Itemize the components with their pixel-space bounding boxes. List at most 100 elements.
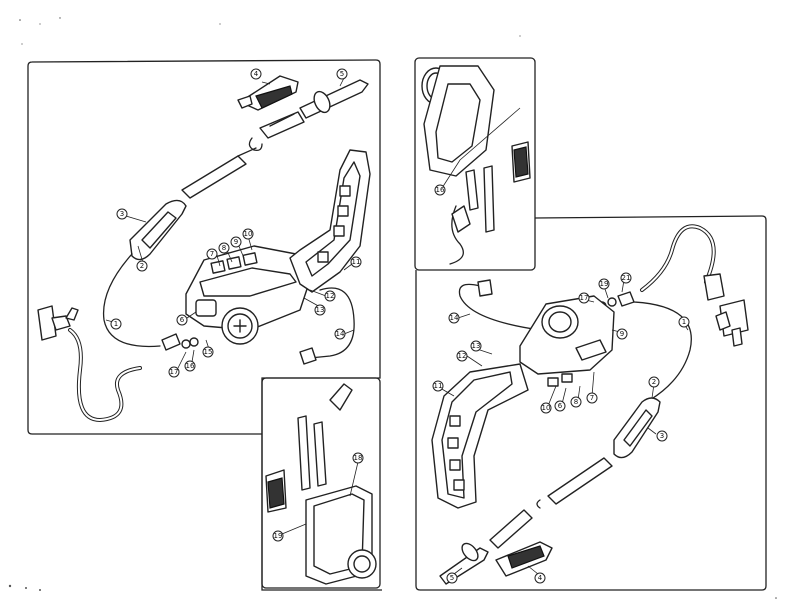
callout-label: 11 — [434, 382, 443, 390]
callout-18: 18 — [352, 452, 364, 464]
right-pressure-washer-body — [519, 295, 615, 387]
left-lance — [181, 147, 257, 199]
callout-r8: 8 — [570, 396, 582, 408]
left-hose-part-1 — [102, 253, 161, 348]
callout-r2: 2 — [648, 376, 660, 388]
callout-label: 16 — [186, 362, 195, 370]
inset-brush — [265, 469, 287, 513]
left-trigger-gun-part-3 — [129, 199, 187, 261]
left-handle-frame-part-11 — [289, 149, 371, 293]
callout-label: 8 — [574, 398, 578, 406]
callout-r13: 13 — [470, 340, 482, 352]
left-inset-frame — [261, 377, 381, 589]
callout-r1: 1 — [678, 316, 690, 328]
callout-7: 7 — [206, 248, 218, 260]
callout-r21: 21 — [620, 272, 632, 284]
left-wand-part-5 — [248, 79, 369, 152]
inset-handle-frame — [421, 65, 495, 177]
callout-label: 16 — [436, 186, 445, 194]
callout-label: 1 — [114, 320, 118, 328]
callout-label: 3 — [660, 432, 664, 440]
callout-label: 5 — [450, 574, 454, 582]
callout-r9: 9 — [616, 328, 628, 340]
callout-label: 1 — [682, 318, 686, 326]
callout-label: 7 — [210, 250, 214, 258]
callout-label: 8 — [222, 244, 226, 252]
callout-r5: 5 — [446, 572, 458, 584]
callout-10: 10 — [242, 228, 254, 240]
callout-16b: 16 — [434, 184, 446, 196]
callout-label: 3 — [120, 210, 124, 218]
callout-label: 12 — [326, 292, 335, 300]
right-power-cord — [458, 279, 541, 331]
callout-label: 9 — [234, 238, 238, 246]
callout-label: 5 — [340, 70, 344, 78]
left-power-cord-part-14 — [299, 287, 355, 365]
callout-label: 13 — [472, 342, 481, 350]
callout-label: 17 — [170, 368, 179, 376]
callout-label: 19 — [600, 280, 609, 288]
callout-label: 9 — [620, 330, 624, 338]
callout-r6: 6 — [554, 400, 566, 412]
left-brush-part-4 — [237, 75, 299, 111]
callout-3: 3 — [116, 208, 128, 220]
callout-12: 12 — [324, 290, 336, 302]
left-fittings — [161, 333, 199, 351]
right-garden-hose-and-faucet — [640, 224, 749, 347]
callout-label: 18 — [354, 454, 363, 462]
callout-13: 13 — [314, 304, 326, 316]
callout-label: 4 — [254, 70, 259, 78]
callout-19: 19 — [272, 530, 284, 542]
inset-wands — [297, 383, 353, 491]
callout-16: 16 — [184, 360, 196, 372]
left-garden-hose-and-faucet — [37, 305, 142, 423]
callout-r7: 7 — [586, 392, 598, 404]
callout-label: 6 — [180, 316, 185, 324]
callout-label: 15 — [204, 348, 213, 356]
callout-14: 14 — [334, 328, 346, 340]
callout-label: 10 — [244, 230, 253, 238]
callout-r11: 11 — [432, 380, 444, 392]
callout-8: 8 — [218, 242, 230, 254]
callout-5: 5 — [336, 68, 348, 80]
callout-label: 14 — [450, 314, 459, 322]
callout-15: 15 — [202, 346, 214, 358]
scan-specks — [8, 17, 777, 599]
callout-r3: 3 — [656, 430, 668, 442]
callout-label: 19 — [274, 532, 283, 540]
callout-label: 7 — [590, 394, 594, 402]
inset-accessories — [449, 141, 531, 265]
right-handle-frame — [431, 363, 529, 509]
right-lance — [536, 457, 613, 509]
right-brush — [495, 541, 553, 577]
callout-11: 11 — [350, 256, 362, 268]
callout-r19: 19 — [598, 278, 610, 290]
callout-label: 10 — [542, 404, 551, 412]
callout-label: 17 — [580, 294, 589, 302]
callout-label: 21 — [622, 274, 631, 282]
callout-label: 14 — [336, 330, 345, 338]
callout-label: 13 — [316, 306, 325, 314]
right-panel-frame — [415, 215, 767, 591]
callout-r17: 17 — [578, 292, 590, 304]
callout-2: 2 — [136, 260, 148, 272]
right-trigger-gun — [613, 397, 661, 459]
callout-1: 1 — [110, 318, 122, 330]
inset-washer-upright — [305, 485, 377, 585]
callout-label: 11 — [352, 258, 361, 266]
callout-r4: 4 — [534, 572, 546, 584]
callout-label: 2 — [140, 262, 144, 270]
callout-r12: 12 — [456, 350, 468, 362]
top-right-inset-frame — [414, 57, 536, 271]
callout-label: 2 — [652, 378, 656, 386]
left-pressure-washer-body — [185, 245, 311, 345]
callout-6: 6 — [176, 314, 188, 326]
callout-9: 9 — [230, 236, 242, 248]
callout-label: 6 — [558, 402, 563, 410]
callout-17: 17 — [168, 366, 180, 378]
callout-label: 12 — [458, 352, 467, 360]
callout-4: 4 — [250, 68, 262, 80]
callout-r14: 14 — [448, 312, 460, 324]
callout-label: 4 — [538, 574, 543, 582]
